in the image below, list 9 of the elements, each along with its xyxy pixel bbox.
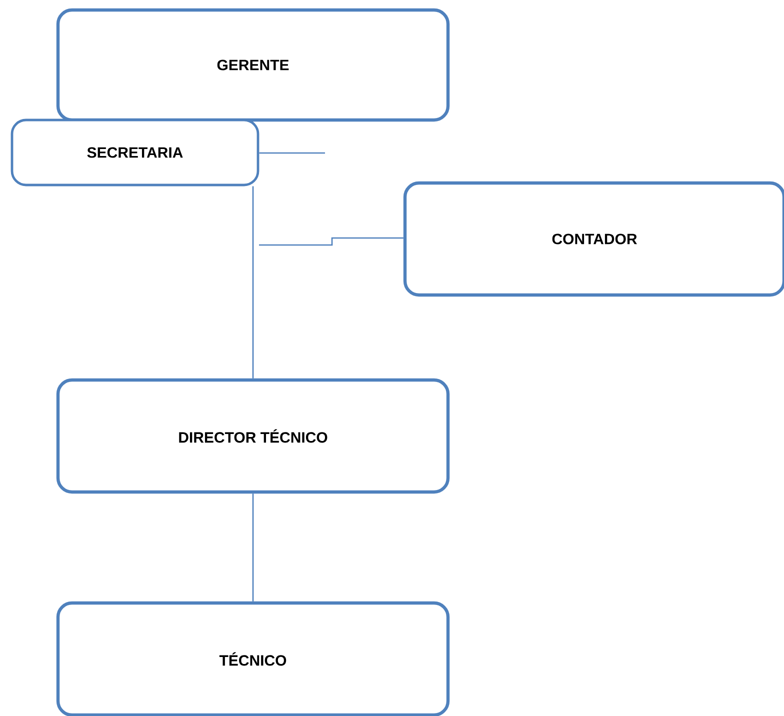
connector-line — [252, 494, 254, 602]
org-box: SECRETARIA — [10, 118, 260, 186]
connector-line — [252, 186, 254, 378]
org-box: TÉCNICO — [56, 601, 450, 716]
connector-line — [259, 152, 325, 154]
org-box: GERENTE — [56, 8, 450, 122]
org-box: CONTADOR — [403, 181, 784, 297]
org-box: DIRECTOR TÉCNICO — [56, 378, 450, 494]
connector-line — [259, 237, 404, 246]
